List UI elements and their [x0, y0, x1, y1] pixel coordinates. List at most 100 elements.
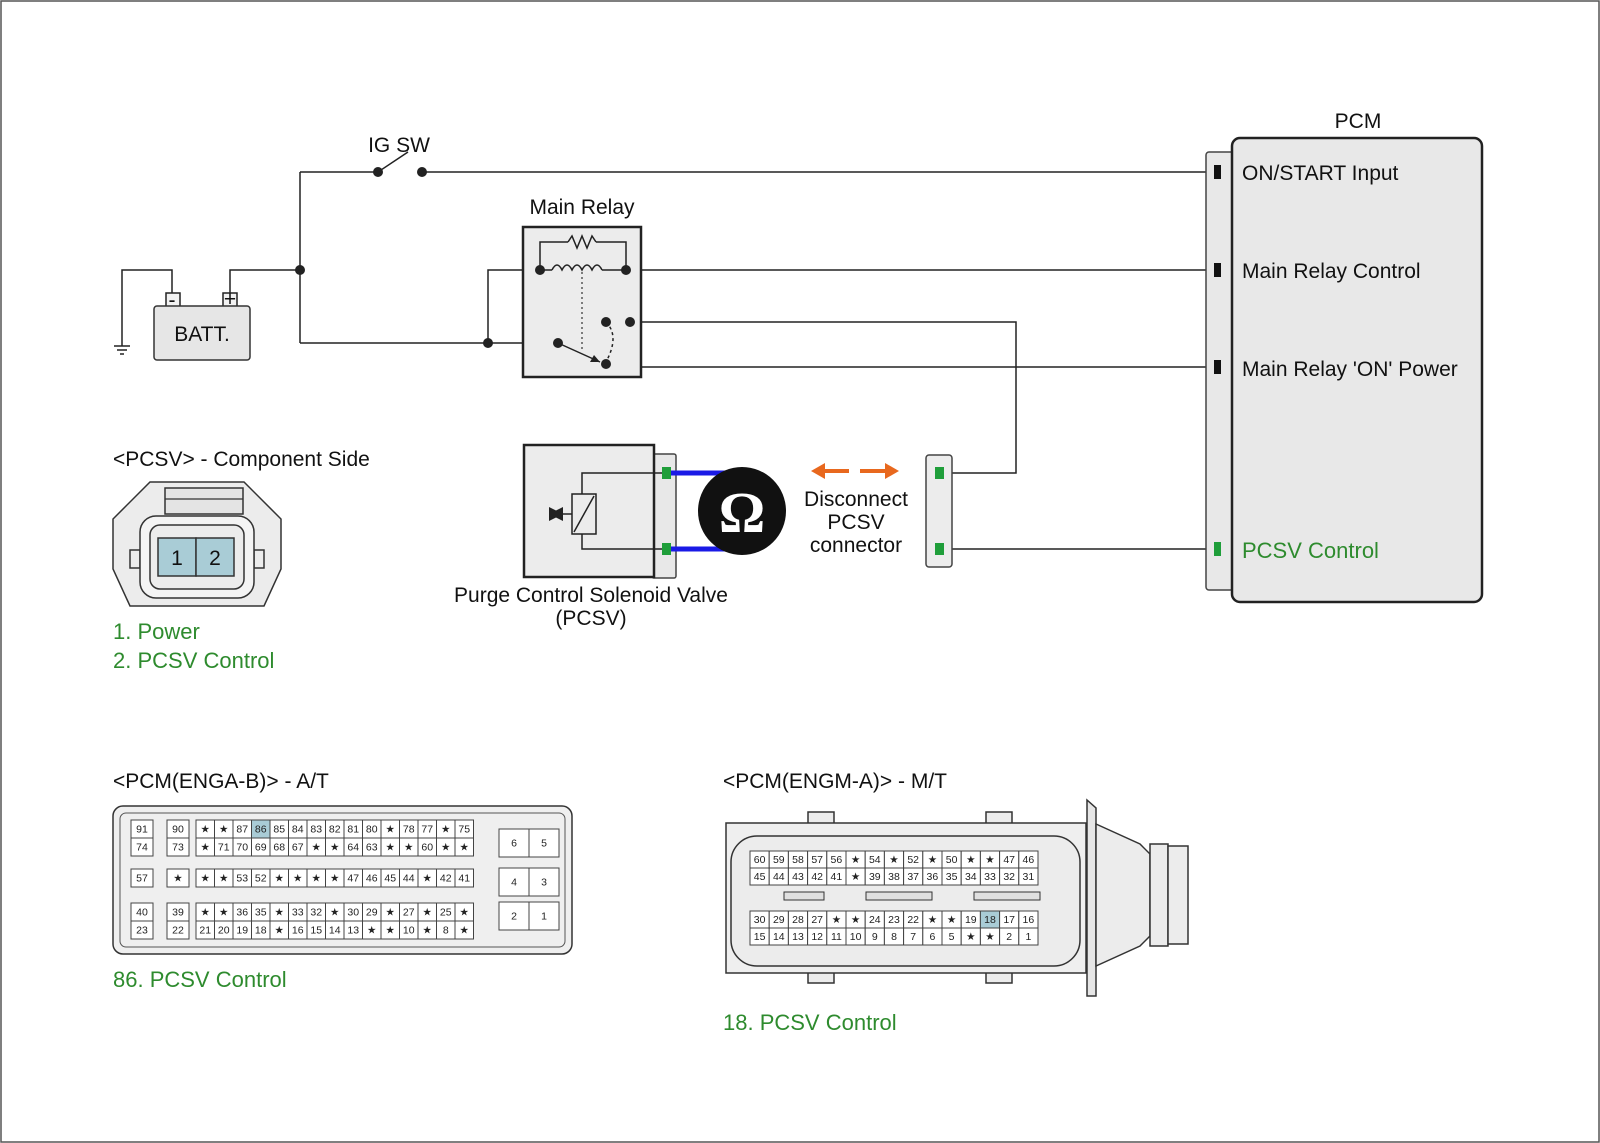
pcsv-pin-2: 2 [209, 547, 221, 570]
pin-label: 27 [403, 907, 415, 919]
pin-label: 11 [831, 931, 842, 943]
battery-label: BATT. [174, 323, 230, 346]
pin-label: 70 [236, 842, 248, 854]
pin-label: 22 [907, 914, 919, 926]
pin-label: 86 [255, 824, 267, 836]
ohmmeter: Ω [671, 467, 786, 555]
pcsv-harness-connector [925, 454, 953, 568]
pin-label: 29 [773, 914, 785, 926]
battery: - + BATT. [153, 288, 251, 361]
pin-label: 82 [329, 824, 341, 836]
pin-label: 1 [1025, 931, 1031, 943]
pin-label: 42 [440, 873, 452, 885]
pin-label: 3 [541, 877, 547, 889]
pin-label: 34 [965, 871, 977, 883]
pin-label: 59 [773, 854, 785, 866]
pin-label: 41 [458, 873, 470, 885]
disconnect-line-3: connector [810, 534, 902, 557]
pin-label: 52 [255, 873, 267, 885]
pcm-label: PCM [1335, 110, 1382, 133]
pin-label: ★ [330, 873, 340, 885]
pin-label: 6 [511, 838, 517, 850]
pin-label: 18 [984, 914, 996, 926]
pin-label: 24 [869, 914, 881, 926]
pin-label: 54 [869, 854, 881, 866]
pin-label: 58 [792, 854, 804, 866]
pin-label: ★ [312, 873, 322, 885]
pin-label: ★ [312, 842, 322, 854]
pin-label: 71 [218, 842, 230, 854]
pin-label: 4 [511, 877, 517, 889]
ignition-switch: IG SW [368, 134, 430, 177]
pin-label: 29 [366, 907, 378, 919]
pcsv-abbrev: (PCSV) [555, 607, 626, 630]
pin-label: 32 [1003, 871, 1015, 883]
pin-label: 35 [255, 907, 267, 919]
pin-label: ★ [201, 842, 211, 854]
pin-label: 46 [1023, 854, 1035, 866]
pin-label: ★ [966, 931, 976, 943]
pin-label: 15 [754, 931, 766, 943]
pin-label: 41 [831, 871, 843, 883]
pin-label: 64 [347, 842, 359, 854]
engma-title: <PCM(ENGM-A)> - M/T [723, 770, 947, 793]
pin-label: 78 [403, 824, 415, 836]
battery-negative-sign: - [169, 289, 176, 312]
engma-legend: 18. PCSV Control [723, 1010, 897, 1035]
pin-label: 8 [443, 925, 449, 937]
pin-cell [454, 920, 474, 940]
disconnect-line-1: Disconnect [804, 488, 908, 511]
pin-label: 1 [541, 911, 547, 923]
pin-label: ★ [201, 873, 211, 885]
pin-label: 15 [310, 925, 322, 937]
pin-label: 9 [872, 931, 878, 943]
pcm-pin-main-relay-control: Main Relay Control [1242, 260, 1421, 283]
pin-label: 40 [136, 907, 148, 919]
pin-label: 19 [965, 914, 977, 926]
junction-dot [483, 338, 493, 348]
pin-label: 31 [1023, 871, 1035, 883]
pin-label: 60 [421, 842, 433, 854]
pin-label: 23 [888, 914, 900, 926]
pin-label: ★ [386, 824, 396, 836]
pin-cell [1018, 927, 1039, 946]
pcsv-legend-1: 1. Power [113, 619, 200, 644]
pin-cell [528, 867, 560, 897]
pin-label: 87 [236, 824, 248, 836]
pcm-pin-pcsv-control: PCSV Control [1242, 538, 1379, 563]
pin-label: ★ [173, 873, 183, 885]
pcsv-legend-2: 2. PCSV Control [113, 648, 274, 673]
pin-label: 81 [347, 824, 359, 836]
pin-label: 13 [792, 931, 804, 943]
pin-label: 60 [754, 854, 766, 866]
pin-label: ★ [330, 842, 340, 854]
pin-cell [130, 868, 154, 888]
pin-label: 35 [946, 871, 958, 883]
pin-label: ★ [219, 873, 229, 885]
pin-label: 33 [292, 907, 304, 919]
pin-label: 20 [218, 925, 230, 937]
pin-label: 33 [984, 871, 996, 883]
pin-cell [454, 868, 474, 888]
pin-label: 2 [511, 911, 517, 923]
pin-cell [130, 920, 154, 940]
pin-label: 42 [811, 871, 823, 883]
pin-label: ★ [404, 842, 414, 854]
pin-label: 90 [172, 824, 184, 836]
pin-label: 14 [329, 925, 341, 937]
pin-label: 2 [1006, 931, 1012, 943]
pin-label: 21 [199, 925, 211, 937]
pin-label: ★ [985, 931, 995, 943]
pin-label: 10 [850, 931, 862, 943]
disconnect-arrows-icon [811, 463, 899, 479]
pcsv-component: Purge Control Solenoid Valve (PCSV) [454, 443, 728, 630]
pin-label: 32 [310, 907, 322, 919]
pin-cell [528, 901, 560, 931]
pin-label: 16 [292, 925, 304, 937]
pin-label: 44 [773, 871, 785, 883]
pin-label: 85 [273, 824, 285, 836]
main-relay-label: Main Relay [529, 196, 635, 219]
pin-label: ★ [330, 907, 340, 919]
pin-label: ★ [460, 925, 470, 937]
